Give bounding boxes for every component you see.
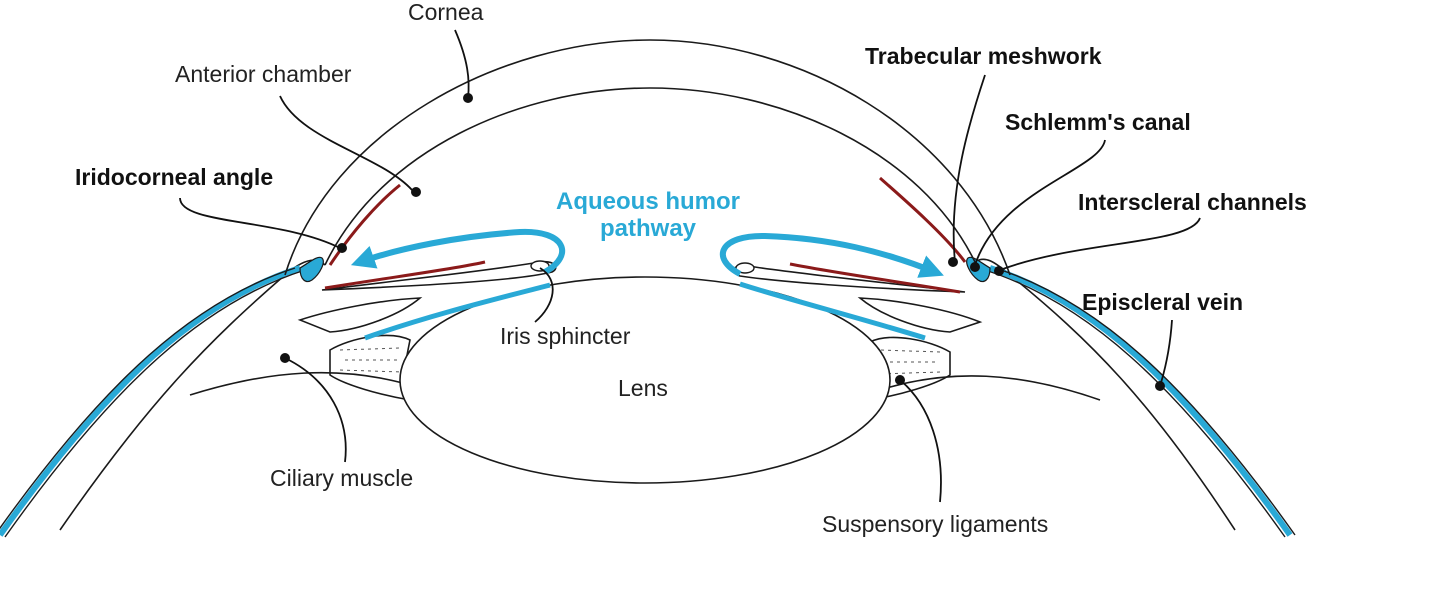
label-aqueous-humor-line2: pathway	[600, 215, 697, 242]
label-lens: Lens	[618, 375, 668, 401]
trabecular-meshwork-tissue	[328, 176, 967, 266]
label-anterior-chamber: Anterior chamber	[175, 61, 352, 87]
label-interscleral-channels: Interscleral channels	[1078, 189, 1307, 215]
iris-sphincter-right	[735, 262, 755, 274]
label-suspensory-ligaments: Suspensory ligaments	[822, 511, 1048, 537]
label-ciliary-muscle: Ciliary muscle	[270, 465, 413, 491]
lens	[399, 276, 891, 484]
cornea	[284, 39, 1011, 276]
episcleral-vessel-left	[0, 265, 301, 537]
label-iris-sphincter: Iris sphincter	[500, 323, 631, 349]
aqueous-humor-flow-arrows	[350, 228, 944, 341]
label-episcleral-vein: Episcleral vein	[1082, 289, 1243, 315]
leader-lines	[179, 29, 1201, 503]
label-trabecular-meshwork: Trabecular meshwork	[865, 43, 1102, 69]
episcleral-vessel-right	[989, 265, 1293, 537]
label-cornea: Cornea	[408, 0, 484, 25]
label-aqueous-humor-line1: Aqueous humor	[556, 188, 740, 215]
label-schlemms-canal: Schlemm's canal	[1005, 109, 1191, 135]
label-iridocorneal-angle: Iridocorneal angle	[75, 164, 273, 190]
schlemms-canal-left	[299, 256, 324, 283]
